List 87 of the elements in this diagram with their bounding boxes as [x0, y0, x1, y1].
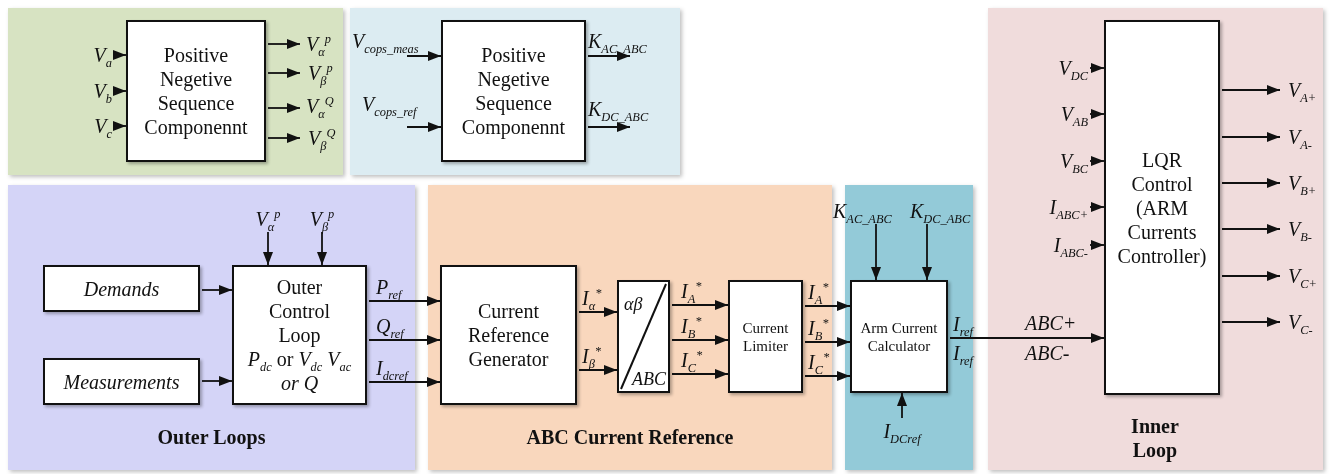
block-label: P$_{dc}$ or V$_{dc}$ V$_{ac}$ or Q: [246, 347, 353, 395]
signal-arrow: [949, 333, 1105, 343]
block-label: Current Limiter: [741, 318, 790, 355]
signal-label: I$_{ABC-}$: [1053, 234, 1088, 256]
signal-arrow: [267, 39, 301, 49]
signal-arrow: [368, 377, 441, 387]
signal-label: V$_{b}$: [93, 80, 112, 102]
process-block: [43, 265, 200, 312]
process-block: [728, 280, 803, 393]
signal-label: I$_{ABC+}$: [1049, 196, 1088, 218]
signal-arrow: [1221, 178, 1281, 188]
signal-arrow: [1221, 317, 1281, 327]
panel-heading: Inner Loop: [1130, 414, 1180, 462]
signal-label: ABC+: [1025, 312, 1077, 334]
signal-arrow: [804, 301, 851, 311]
signal-arrow: [1221, 85, 1281, 95]
signal-label: V$_{A+}$: [1288, 79, 1317, 101]
process-block: [43, 358, 200, 405]
process-block: [232, 265, 367, 405]
block-label: Current Reference Generator: [466, 299, 550, 371]
block-label: Positive Negetive Sequence Componennt: [143, 43, 249, 139]
signal-arrow: [1221, 271, 1281, 281]
signal-arrow: [1089, 156, 1105, 166]
group-panel: [428, 185, 832, 470]
signal-arrow: [267, 103, 301, 113]
signal-arrow: [263, 231, 273, 266]
signal-arrow: [578, 365, 618, 375]
signal-arrow: [587, 51, 631, 61]
signal-arrow: [871, 223, 881, 281]
signal-arrow: [406, 51, 442, 61]
process-block: [441, 20, 586, 162]
signal-arrow: [113, 121, 127, 131]
signal-arrow: [368, 296, 441, 306]
signal-arrow: [201, 376, 233, 386]
panel-heading: Outer Loops: [156, 425, 267, 449]
signal-arrow: [1089, 202, 1105, 212]
signal-label: V$_{C+}$: [1288, 265, 1317, 287]
block-label: Positive Negetive Sequence Componennt: [460, 43, 567, 139]
block-label: αβ: [624, 294, 643, 316]
group-panel: [8, 8, 343, 175]
signal-label: V$_{AB}$: [1060, 103, 1088, 125]
group-panel: [8, 185, 415, 470]
signal-arrow: [587, 122, 631, 132]
signal-arrow: [406, 122, 442, 132]
panel-heading: ABC Current Reference: [525, 425, 735, 449]
signal-arrow: [267, 133, 301, 143]
signal-arrow: [113, 50, 127, 60]
signal-arrow: [368, 335, 441, 345]
block-label: ABC: [632, 369, 666, 391]
signal-arrow: [113, 86, 127, 96]
signal-label: V$_{B+}$: [1288, 172, 1317, 194]
signal-label: V$_{A-}$: [1288, 126, 1312, 148]
signal-arrow: [1089, 240, 1105, 250]
signal-arrow: [317, 231, 327, 266]
group-panel: [350, 8, 680, 175]
signal-label: V$_{C-}$: [1288, 311, 1313, 333]
signal-label: V$_{c}$: [94, 115, 112, 137]
edge-label: I$_{dcref}$: [376, 357, 408, 379]
signal-arrow: [804, 371, 851, 381]
signal-arrow: [1089, 63, 1105, 73]
block-label: LQR Control (ARM Currents Controller): [1117, 147, 1207, 268]
signal-arrow: [267, 68, 301, 78]
process-block: [1104, 20, 1220, 395]
signal-arrow: [201, 285, 233, 295]
signal-label: V$_{B-}$: [1288, 218, 1312, 240]
signal-arrow: [1221, 224, 1281, 234]
signal-arrow: [922, 223, 932, 281]
signal-label: V$_{BC}$: [1059, 150, 1088, 172]
signal-arrow: [671, 369, 729, 379]
process-block: [126, 20, 266, 162]
signal-arrow: [1089, 109, 1105, 119]
signal-arrow: [804, 337, 851, 347]
signal-arrow: [1221, 132, 1281, 142]
signal-label: V$_{DC}$: [1058, 57, 1088, 79]
signal-label: V$_{a}$: [93, 44, 112, 66]
block-label: Demands: [83, 276, 160, 301]
process-block: [440, 265, 577, 405]
transform-block: [617, 280, 670, 393]
signal-arrow: [671, 300, 729, 310]
group-panel: [988, 8, 1323, 470]
block-label: Arm Current Calculator: [860, 318, 938, 355]
signal-arrow: [578, 307, 618, 317]
signal-label: ABC-: [1025, 342, 1070, 364]
signal-arrow: [897, 392, 907, 419]
process-block: [850, 280, 948, 393]
signal-arrow: [671, 335, 729, 345]
block-label: Measurements: [63, 369, 180, 394]
